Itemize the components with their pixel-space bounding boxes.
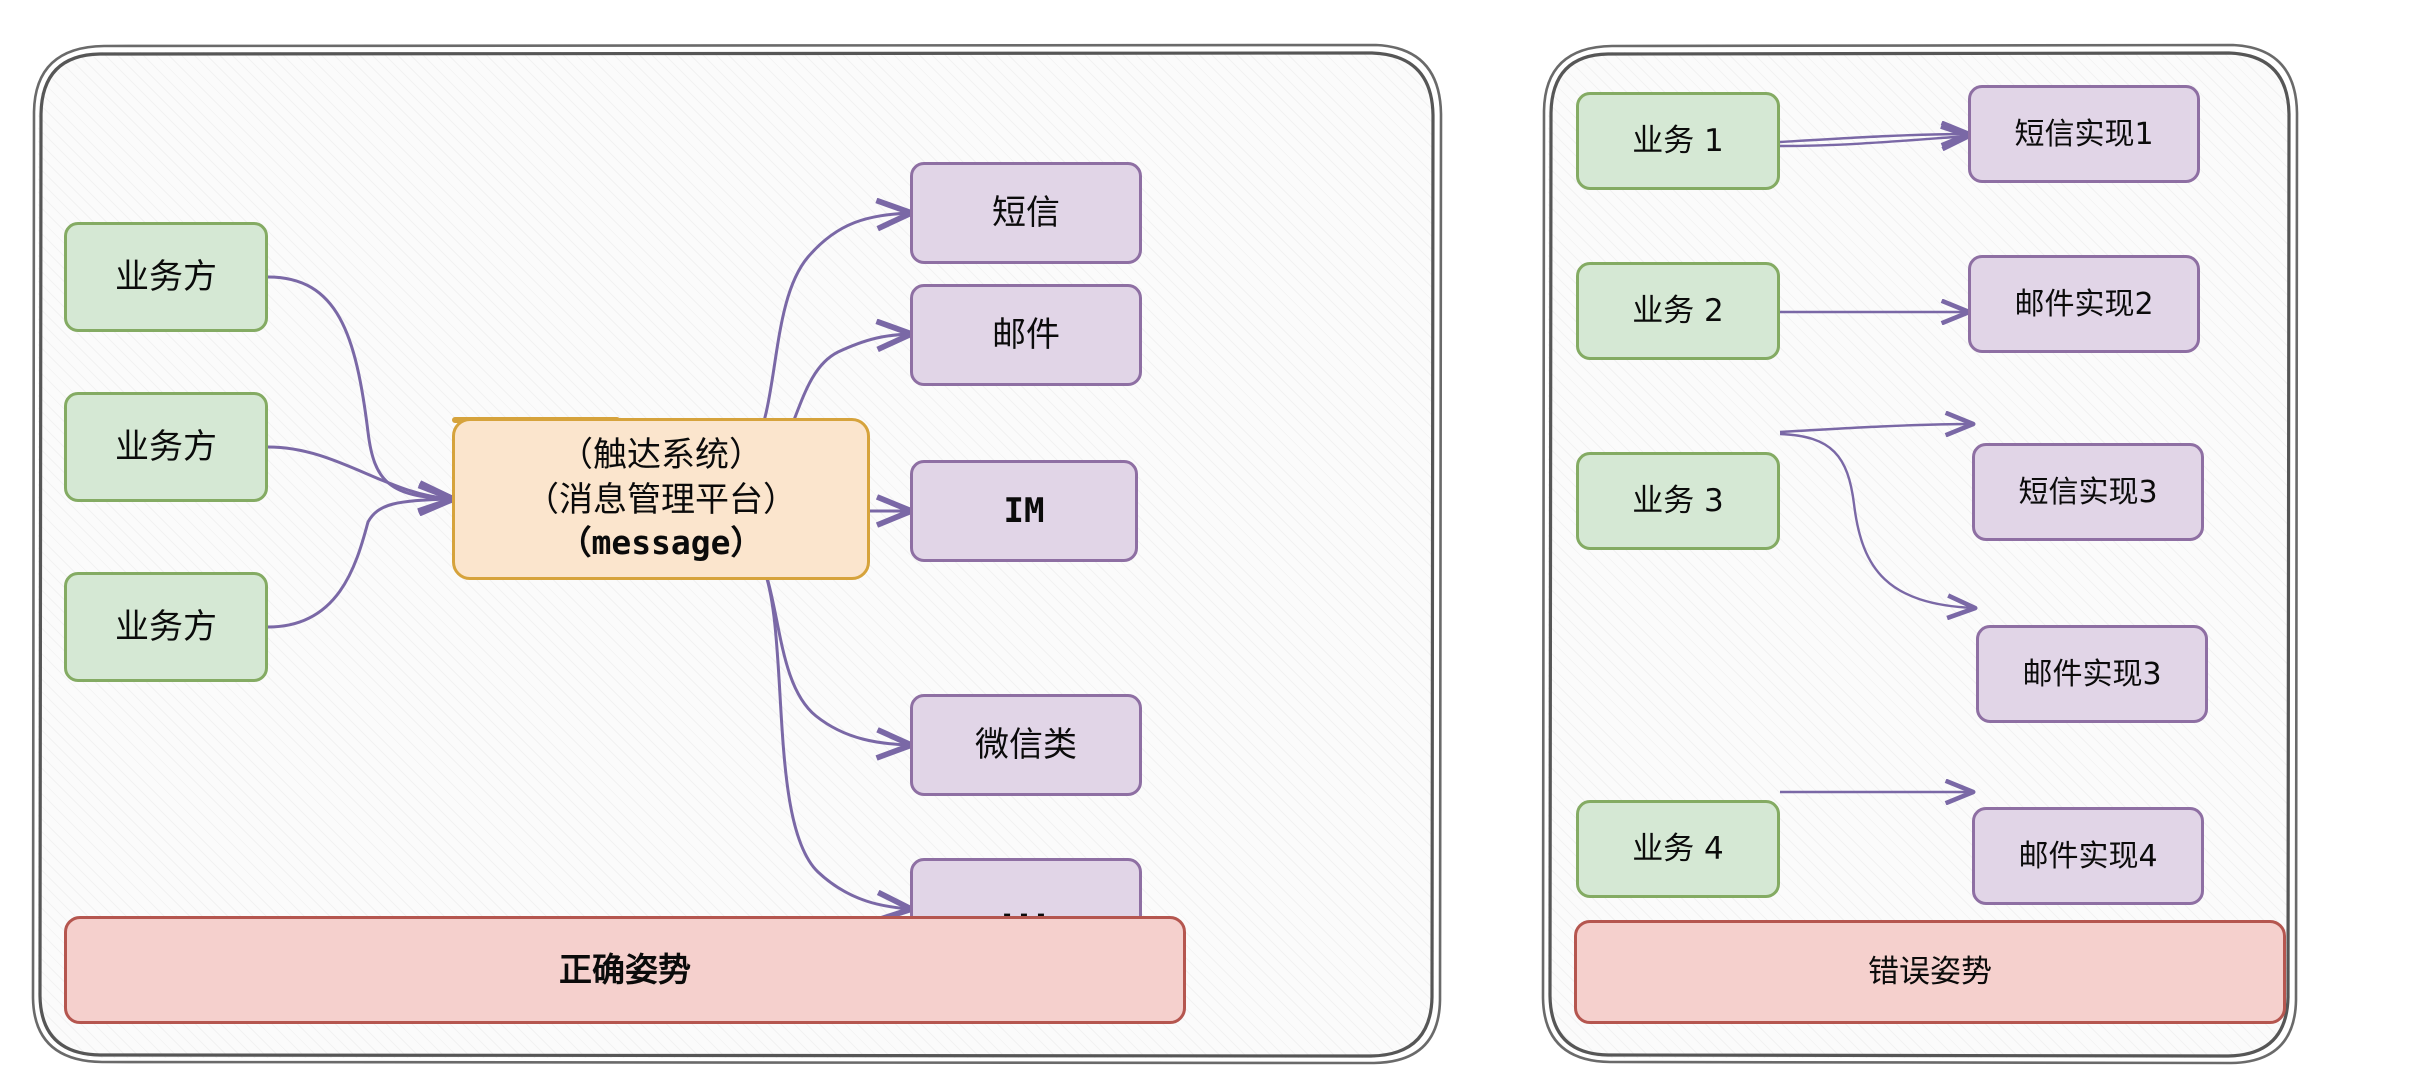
node-business-party-1[interactable]: 业务方 [64,222,268,332]
hub-line-3: （message） [558,522,764,562]
node-impl-email-3[interactable]: 邮件实现3 [1976,625,2208,723]
node-service-4[interactable]: 业务 4 [1576,800,1780,898]
node-business-party-3[interactable]: 业务方 [64,572,268,682]
node-channel-email[interactable]: 邮件 [910,284,1142,386]
node-channel-sms[interactable]: 短信 [910,162,1142,264]
right-panel-border [1541,43,2299,1065]
node-message-hub-box[interactable]: （触达系统） （消息管理平台） （message） [452,418,870,580]
footer-wrong-posture: 错误姿势 [1574,920,2286,1024]
footer-correct-posture: 正确姿势 [64,916,1186,1024]
hub-line-2: （消息管理平台） [525,479,797,520]
node-impl-email-4[interactable]: 邮件实现4 [1972,807,2204,905]
node-impl-sms-1[interactable]: 短信实现1 [1968,85,2200,183]
left-panel-correct: 业务方 业务方 业务方 （触达系统） （消息管理平台） （message） 短信… [31,43,1443,1065]
right-panel-wrong: 业务 1 业务 2 业务 3 业务 4 短信实现1 邮件实现2 短信实现3 邮件… [1541,43,2299,1065]
node-channel-im[interactable]: IM [910,460,1138,562]
node-business-party-2[interactable]: 业务方 [64,392,268,502]
hub-line-1: （触达系统） [559,435,763,476]
node-channel-wechat[interactable]: 微信类 [910,694,1142,796]
node-service-1[interactable]: 业务 1 [1576,92,1780,190]
left-panel-border [31,43,1443,1065]
node-service-2[interactable]: 业务 2 [1576,262,1780,360]
node-impl-sms-3[interactable]: 短信实现3 [1972,443,2204,541]
node-service-3[interactable]: 业务 3 [1576,452,1780,550]
node-impl-email-2[interactable]: 邮件实现2 [1968,255,2200,353]
